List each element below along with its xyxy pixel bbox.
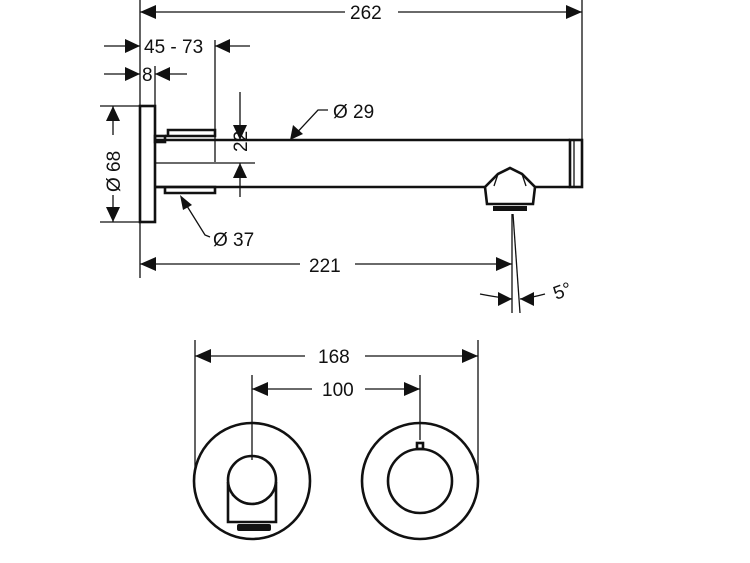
dimension-37: Ø 37	[180, 195, 254, 251]
dimension-37-label: Ø 37	[213, 230, 254, 251]
dimension-100: 100	[251, 375, 421, 460]
dimension-221-label: 221	[309, 256, 341, 277]
dimension-68: Ø 68	[100, 105, 140, 223]
dimension-8: 8	[104, 65, 187, 106]
wall-plate	[138, 104, 157, 224]
dimension-221: 221	[140, 256, 512, 277]
aerator	[493, 206, 527, 211]
dimension-168: 168	[194, 340, 479, 470]
dimension-22: 22	[215, 92, 258, 197]
dimension-29-label: Ø 29	[333, 102, 374, 123]
spout	[155, 138, 584, 211]
dimension-8-label: 8	[142, 65, 153, 86]
spout-rosette-front-view	[192, 421, 312, 541]
dimension-45-73: 45 - 73	[104, 37, 250, 162]
dimension-29: Ø 29	[290, 102, 374, 140]
dimension-22-label: 22	[231, 131, 252, 152]
control-rosette-front-view	[360, 421, 480, 541]
dimension-45-73-label: 45 - 73	[144, 37, 203, 58]
dimension-262: 262	[139, 0, 583, 278]
dimension-100-label: 100	[322, 380, 354, 401]
dimension-68-label: Ø 68	[104, 151, 125, 192]
dimension-5deg-label: 5°	[551, 279, 575, 305]
dimension-262-label: 262	[350, 3, 382, 24]
dimension-168-label: 168	[318, 347, 350, 368]
